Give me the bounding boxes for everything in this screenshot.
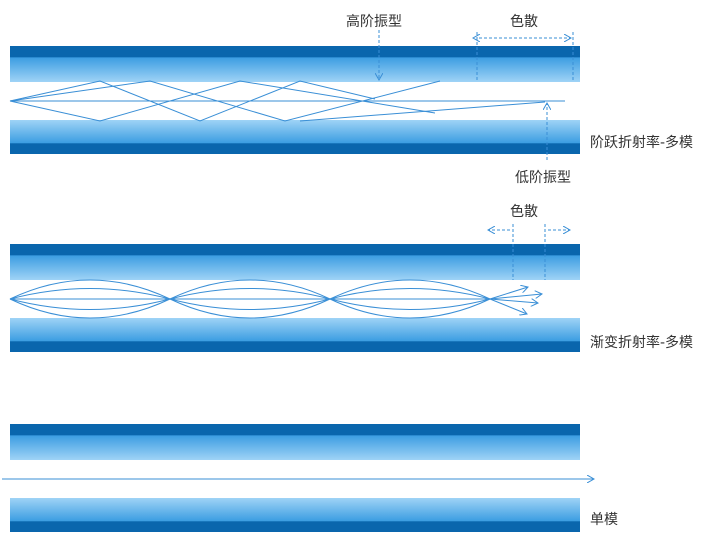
cladding-bottom [10,120,580,154]
dispersion-label-top: 色散 [510,13,538,30]
single-mode-fiber: 单模 [2,424,618,532]
step-index-fiber: 高阶振型 色散 阶跃折射率-多模 低阶振型 [9,13,693,186]
dispersion-bracket-top [477,32,574,80]
single-mode-label: 单模 [590,512,618,528]
cladding-top [10,46,580,82]
graded-index-fiber: 色散 渐变折射率-多模 [9,203,693,352]
graded-index-label: 渐变折射率-多模 [590,334,693,351]
cladding-bottom [10,318,580,352]
dispersion-bracket-middle [488,224,570,280]
dispersion-label-middle: 色散 [510,203,538,220]
cladding-bottom [10,498,580,532]
high-order-mode-label: 高阶振型 [346,13,402,30]
sinusoidal-rays [9,279,491,319]
cladding-top [10,424,580,460]
cladding-top [10,244,580,280]
exit-rays [489,287,542,314]
zigzag-rays [9,80,565,122]
low-order-mode-label: 低阶振型 [515,170,571,186]
step-index-label: 阶跃折射率-多模 [590,134,693,151]
